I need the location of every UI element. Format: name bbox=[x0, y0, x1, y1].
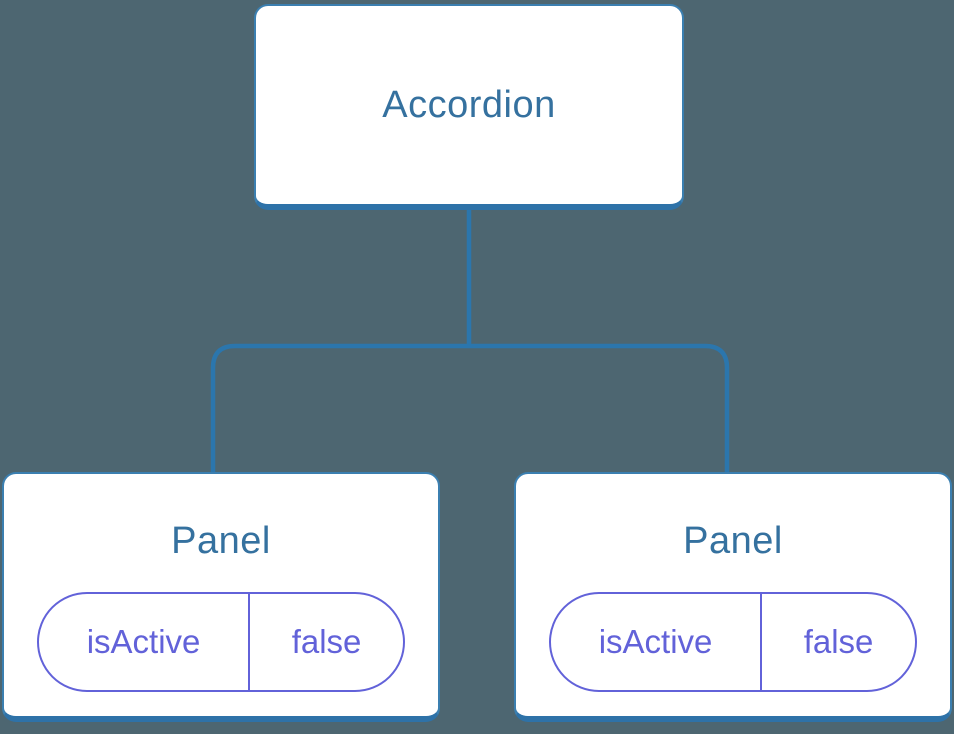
node-panel-1: Panel isActive false bbox=[2, 472, 440, 722]
panel-1-state-pill: isActive false bbox=[37, 592, 405, 692]
panel-1-label: Panel bbox=[171, 520, 271, 562]
state-value-label: false bbox=[291, 623, 362, 660]
state-value-label: false bbox=[803, 623, 874, 660]
panel-2-label: Panel bbox=[683, 520, 783, 562]
state-key-label: isActive bbox=[551, 594, 763, 690]
accordion-label: Accordion bbox=[382, 83, 556, 126]
panel-2-state-pill: isActive false bbox=[549, 592, 917, 692]
state-key-label: isActive bbox=[39, 594, 251, 690]
connector-bracket bbox=[210, 343, 730, 472]
node-panel-2: Panel isActive false bbox=[514, 472, 952, 722]
node-accordion: Accordion bbox=[254, 4, 684, 210]
